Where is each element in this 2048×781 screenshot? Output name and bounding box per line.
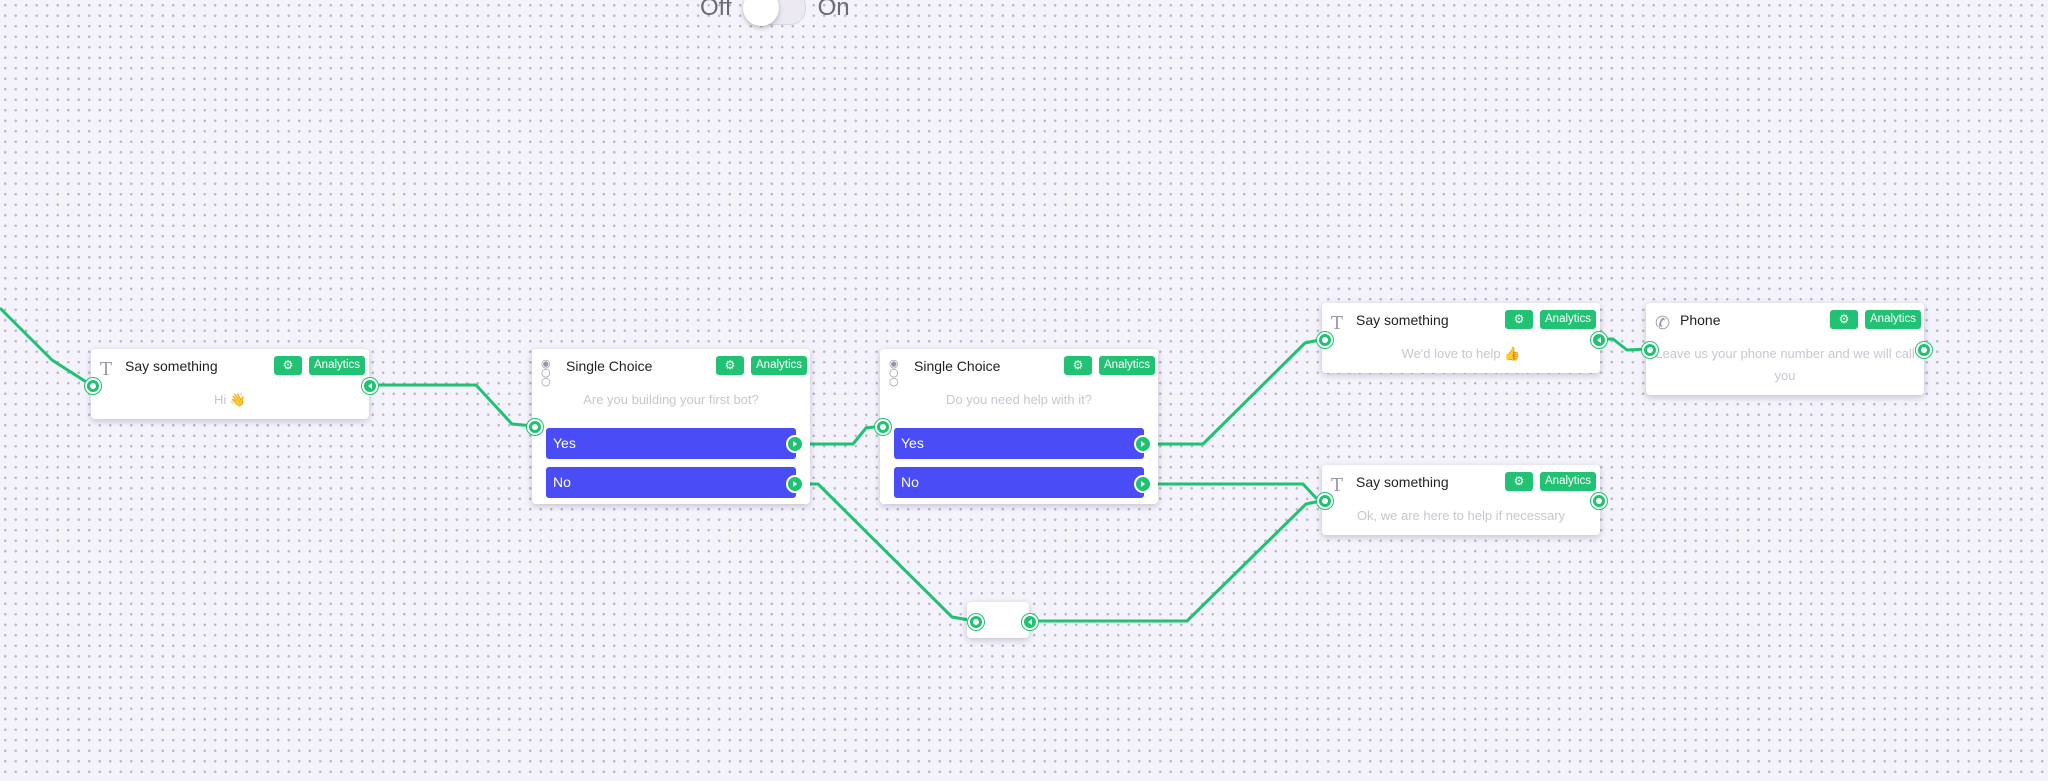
choice-icon: ◉○○	[889, 357, 899, 388]
input-port[interactable]	[1317, 332, 1333, 348]
node-phone[interactable]: ✆ Phone ⚙ Analytics Leave us your phone …	[1646, 303, 1924, 395]
bot-toggle[interactable]	[742, 0, 806, 26]
choice-output-port[interactable]	[786, 435, 804, 453]
node-single-choice[interactable]: ◉○○ Single Choice ⚙ Analytics Do you nee…	[880, 349, 1158, 504]
output-port[interactable]	[1591, 332, 1607, 348]
gear-icon[interactable]: ⚙	[1505, 310, 1533, 329]
node-question: Are you building your first bot?	[583, 392, 759, 407]
node-text: Leave us your phone number and we will c…	[1655, 346, 1915, 383]
node-title: Single Choice	[914, 358, 1001, 374]
choice-icon: ◉○○	[541, 357, 551, 388]
input-port[interactable]	[85, 378, 101, 394]
analytics-button[interactable]: Analytics	[1540, 310, 1597, 329]
node-say-something[interactable]: T Say something ⚙ Analytics We'd love to…	[1322, 303, 1600, 373]
edge-junction-to-say-ok	[1030, 498, 1326, 623]
node-header[interactable]: T Say something ⚙ Analytics	[1322, 465, 1600, 505]
choice-no[interactable]: No	[894, 467, 1144, 498]
on-label: On	[817, 0, 850, 21]
output-port[interactable]	[1591, 493, 1607, 509]
phone-icon: ✆	[1655, 313, 1671, 334]
node-header[interactable]: ◉○○ Single Choice ⚙ Analytics	[532, 349, 810, 389]
input-port[interactable]	[968, 614, 984, 630]
node-title: Say something	[1356, 474, 1449, 490]
node-header[interactable]: T Say something ⚙ Analytics	[1322, 303, 1600, 343]
choice-output-port[interactable]	[1134, 435, 1152, 453]
node-question: Do you need help with it?	[946, 392, 1092, 407]
text-icon: T	[100, 359, 113, 380]
node-title: Say something	[125, 358, 218, 374]
output-port[interactable]	[1022, 614, 1038, 630]
node-say-something[interactable]: T Say something ⚙ Analytics Hi 👋	[91, 349, 369, 419]
output-port[interactable]	[362, 378, 378, 394]
choice-yes[interactable]: Yes	[546, 428, 796, 459]
choice-output-port[interactable]	[1134, 475, 1152, 493]
node-single-choice[interactable]: ◉○○ Single Choice ⚙ Analytics Are you bu…	[532, 349, 810, 504]
analytics-button[interactable]: Analytics	[1099, 356, 1156, 375]
input-port[interactable]	[875, 419, 891, 435]
input-port[interactable]	[527, 419, 543, 435]
node-text: We'd love to help 👍	[1401, 346, 1521, 361]
node-title: Phone	[1680, 312, 1721, 328]
gear-icon[interactable]: ⚙	[274, 356, 302, 375]
on-off-switch: Off On	[700, 0, 850, 30]
text-icon: T	[1331, 475, 1344, 496]
analytics-button[interactable]: Analytics	[1540, 472, 1597, 491]
node-text: Hi 👋	[213, 392, 247, 407]
node-header[interactable]: ✆ Phone ⚙ Analytics	[1646, 303, 1924, 343]
node-header[interactable]: T Say something ⚙ Analytics	[91, 349, 369, 389]
analytics-button[interactable]: Analytics	[309, 356, 366, 375]
choice-output-port[interactable]	[786, 475, 804, 493]
edge-incoming	[0, 306, 92, 387]
output-port[interactable]	[1916, 342, 1932, 358]
text-icon: T	[1331, 313, 1344, 334]
off-label: Off	[700, 0, 732, 21]
input-port[interactable]	[1317, 493, 1333, 509]
gear-icon[interactable]: ⚙	[1064, 356, 1092, 375]
toggle-knob[interactable]	[742, 0, 779, 26]
node-title: Say something	[1356, 312, 1449, 328]
choice-yes[interactable]: Yes	[894, 428, 1144, 459]
edge-choice1-no-to-junction	[796, 482, 976, 623]
node-header[interactable]: ◉○○ Single Choice ⚙ Analytics	[880, 349, 1158, 389]
edge-choice2-no-to-say-ok	[1144, 482, 1326, 502]
edge-choice2-yes-to-say-help	[1144, 337, 1325, 446]
analytics-button[interactable]: Analytics	[1865, 310, 1922, 329]
choice-no[interactable]: No	[546, 467, 796, 498]
node-say-something[interactable]: T Say something ⚙ Analytics Ok, we are h…	[1322, 465, 1600, 535]
input-port[interactable]	[1642, 342, 1658, 358]
edge-say-to-choice1	[371, 383, 535, 428]
node-text: Ok, we are here to help if necessary	[1356, 508, 1566, 523]
gear-icon[interactable]: ⚙	[716, 356, 744, 375]
gear-icon[interactable]: ⚙	[1830, 310, 1858, 329]
gear-icon[interactable]: ⚙	[1505, 472, 1533, 491]
node-title: Single Choice	[566, 358, 653, 374]
analytics-button[interactable]: Analytics	[751, 356, 808, 375]
